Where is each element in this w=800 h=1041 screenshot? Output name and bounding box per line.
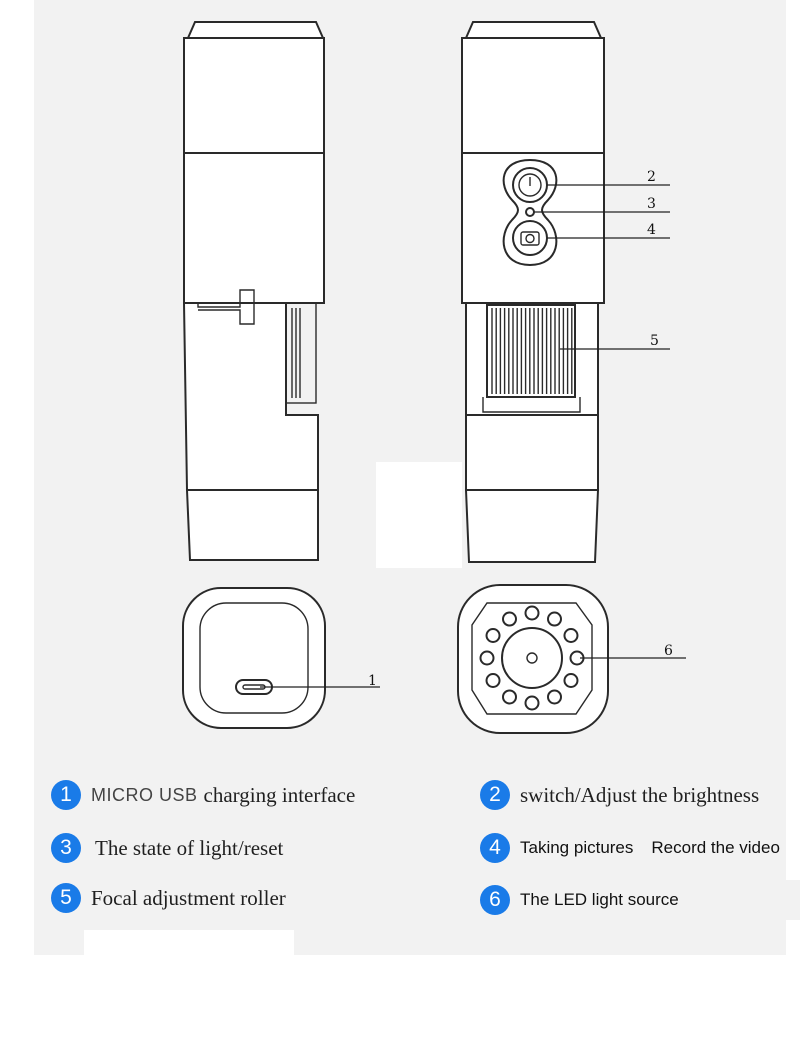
lens — [501, 627, 563, 689]
device-left-upper-body — [183, 37, 325, 154]
led-light — [524, 605, 540, 621]
gray-patch — [720, 880, 800, 920]
device-side-view — [182, 21, 325, 561]
camera-icon-lens — [525, 233, 535, 244]
led-light — [563, 628, 579, 643]
legend-item-1: 1 MICRO USB charging interface — [51, 780, 355, 810]
legend-item-6: 6 The LED light source — [480, 885, 679, 915]
legend-text-4b: Record the video — [651, 838, 780, 857]
led-light — [485, 673, 501, 688]
legend-badge-6: 6 — [480, 885, 510, 915]
legend-text-5: Focal adjustment roller — [91, 885, 286, 910]
legend-badge-3: 3 — [51, 833, 81, 863]
camera-button[interactable] — [512, 220, 548, 256]
legend-text-2: switch/Adjust the brightness — [520, 782, 760, 807]
legend-text-6: The LED light source — [520, 890, 679, 909]
legend-badge-2: 2 — [480, 780, 510, 810]
callout-number-2: 2 — [647, 169, 656, 185]
device-left-base — [185, 489, 319, 561]
bottom-view-led — [457, 584, 609, 734]
callout-number-5: 5 — [650, 333, 659, 349]
led-light — [502, 689, 517, 705]
led-ring-icon — [479, 605, 585, 711]
legend-badge-4: 4 — [480, 833, 510, 863]
led-light — [479, 650, 495, 666]
side-clip — [197, 289, 255, 325]
led-light — [524, 695, 540, 711]
device-left-mid-body — [183, 152, 325, 304]
device-left-recess — [285, 302, 317, 404]
device-right-base — [464, 489, 600, 563]
bottom-view-usb — [182, 587, 326, 729]
white-patch — [376, 462, 462, 568]
usb-end-outer — [182, 587, 326, 729]
device-left-lower-body — [182, 302, 319, 491]
status-led — [525, 207, 535, 217]
device-right-lower-body — [465, 414, 599, 491]
focus-roller[interactable] — [486, 304, 576, 398]
device-right-cap — [464, 21, 603, 39]
white-patch — [84, 930, 294, 955]
callout-number-3: 3 — [647, 196, 656, 212]
led-light — [547, 689, 562, 705]
legend-prefix-1: MICRO USB — [91, 784, 198, 805]
led-light — [502, 611, 517, 627]
power-icon — [518, 173, 542, 197]
usb-end-inner — [199, 602, 309, 714]
device-front-view — [461, 21, 605, 563]
legend-text-1: charging interface — [203, 782, 356, 807]
legend-item-3: 3 The state of light/reset — [51, 833, 283, 863]
callout-number-6: 6 — [664, 643, 673, 659]
roller-side-ridges — [291, 308, 301, 398]
legend-badge-5: 5 — [51, 883, 81, 913]
legend-text-3: The state of light/reset — [95, 835, 284, 860]
roller-base — [482, 397, 581, 413]
led-light — [485, 628, 501, 643]
legend-text-4a: Taking pictures — [520, 838, 634, 857]
roller-ridges — [491, 308, 573, 394]
callout-number-1: 1 — [368, 673, 377, 689]
legend-item-2: 2 switch/Adjust the brightness — [480, 780, 759, 810]
callout-number-4: 4 — [647, 222, 656, 238]
legend-item-5: 5 Focal adjustment roller — [51, 883, 286, 913]
device-right-upper-body — [461, 37, 605, 154]
lens-end-octagon — [471, 602, 593, 715]
camera-icon — [520, 231, 540, 246]
led-light — [563, 673, 579, 688]
legend-badge-1: 1 — [51, 780, 81, 810]
device-left-cap — [186, 21, 325, 39]
led-light — [547, 611, 562, 627]
lens-center — [526, 652, 538, 664]
legend-item-4: 4 Taking pictures Record the video — [480, 833, 780, 863]
